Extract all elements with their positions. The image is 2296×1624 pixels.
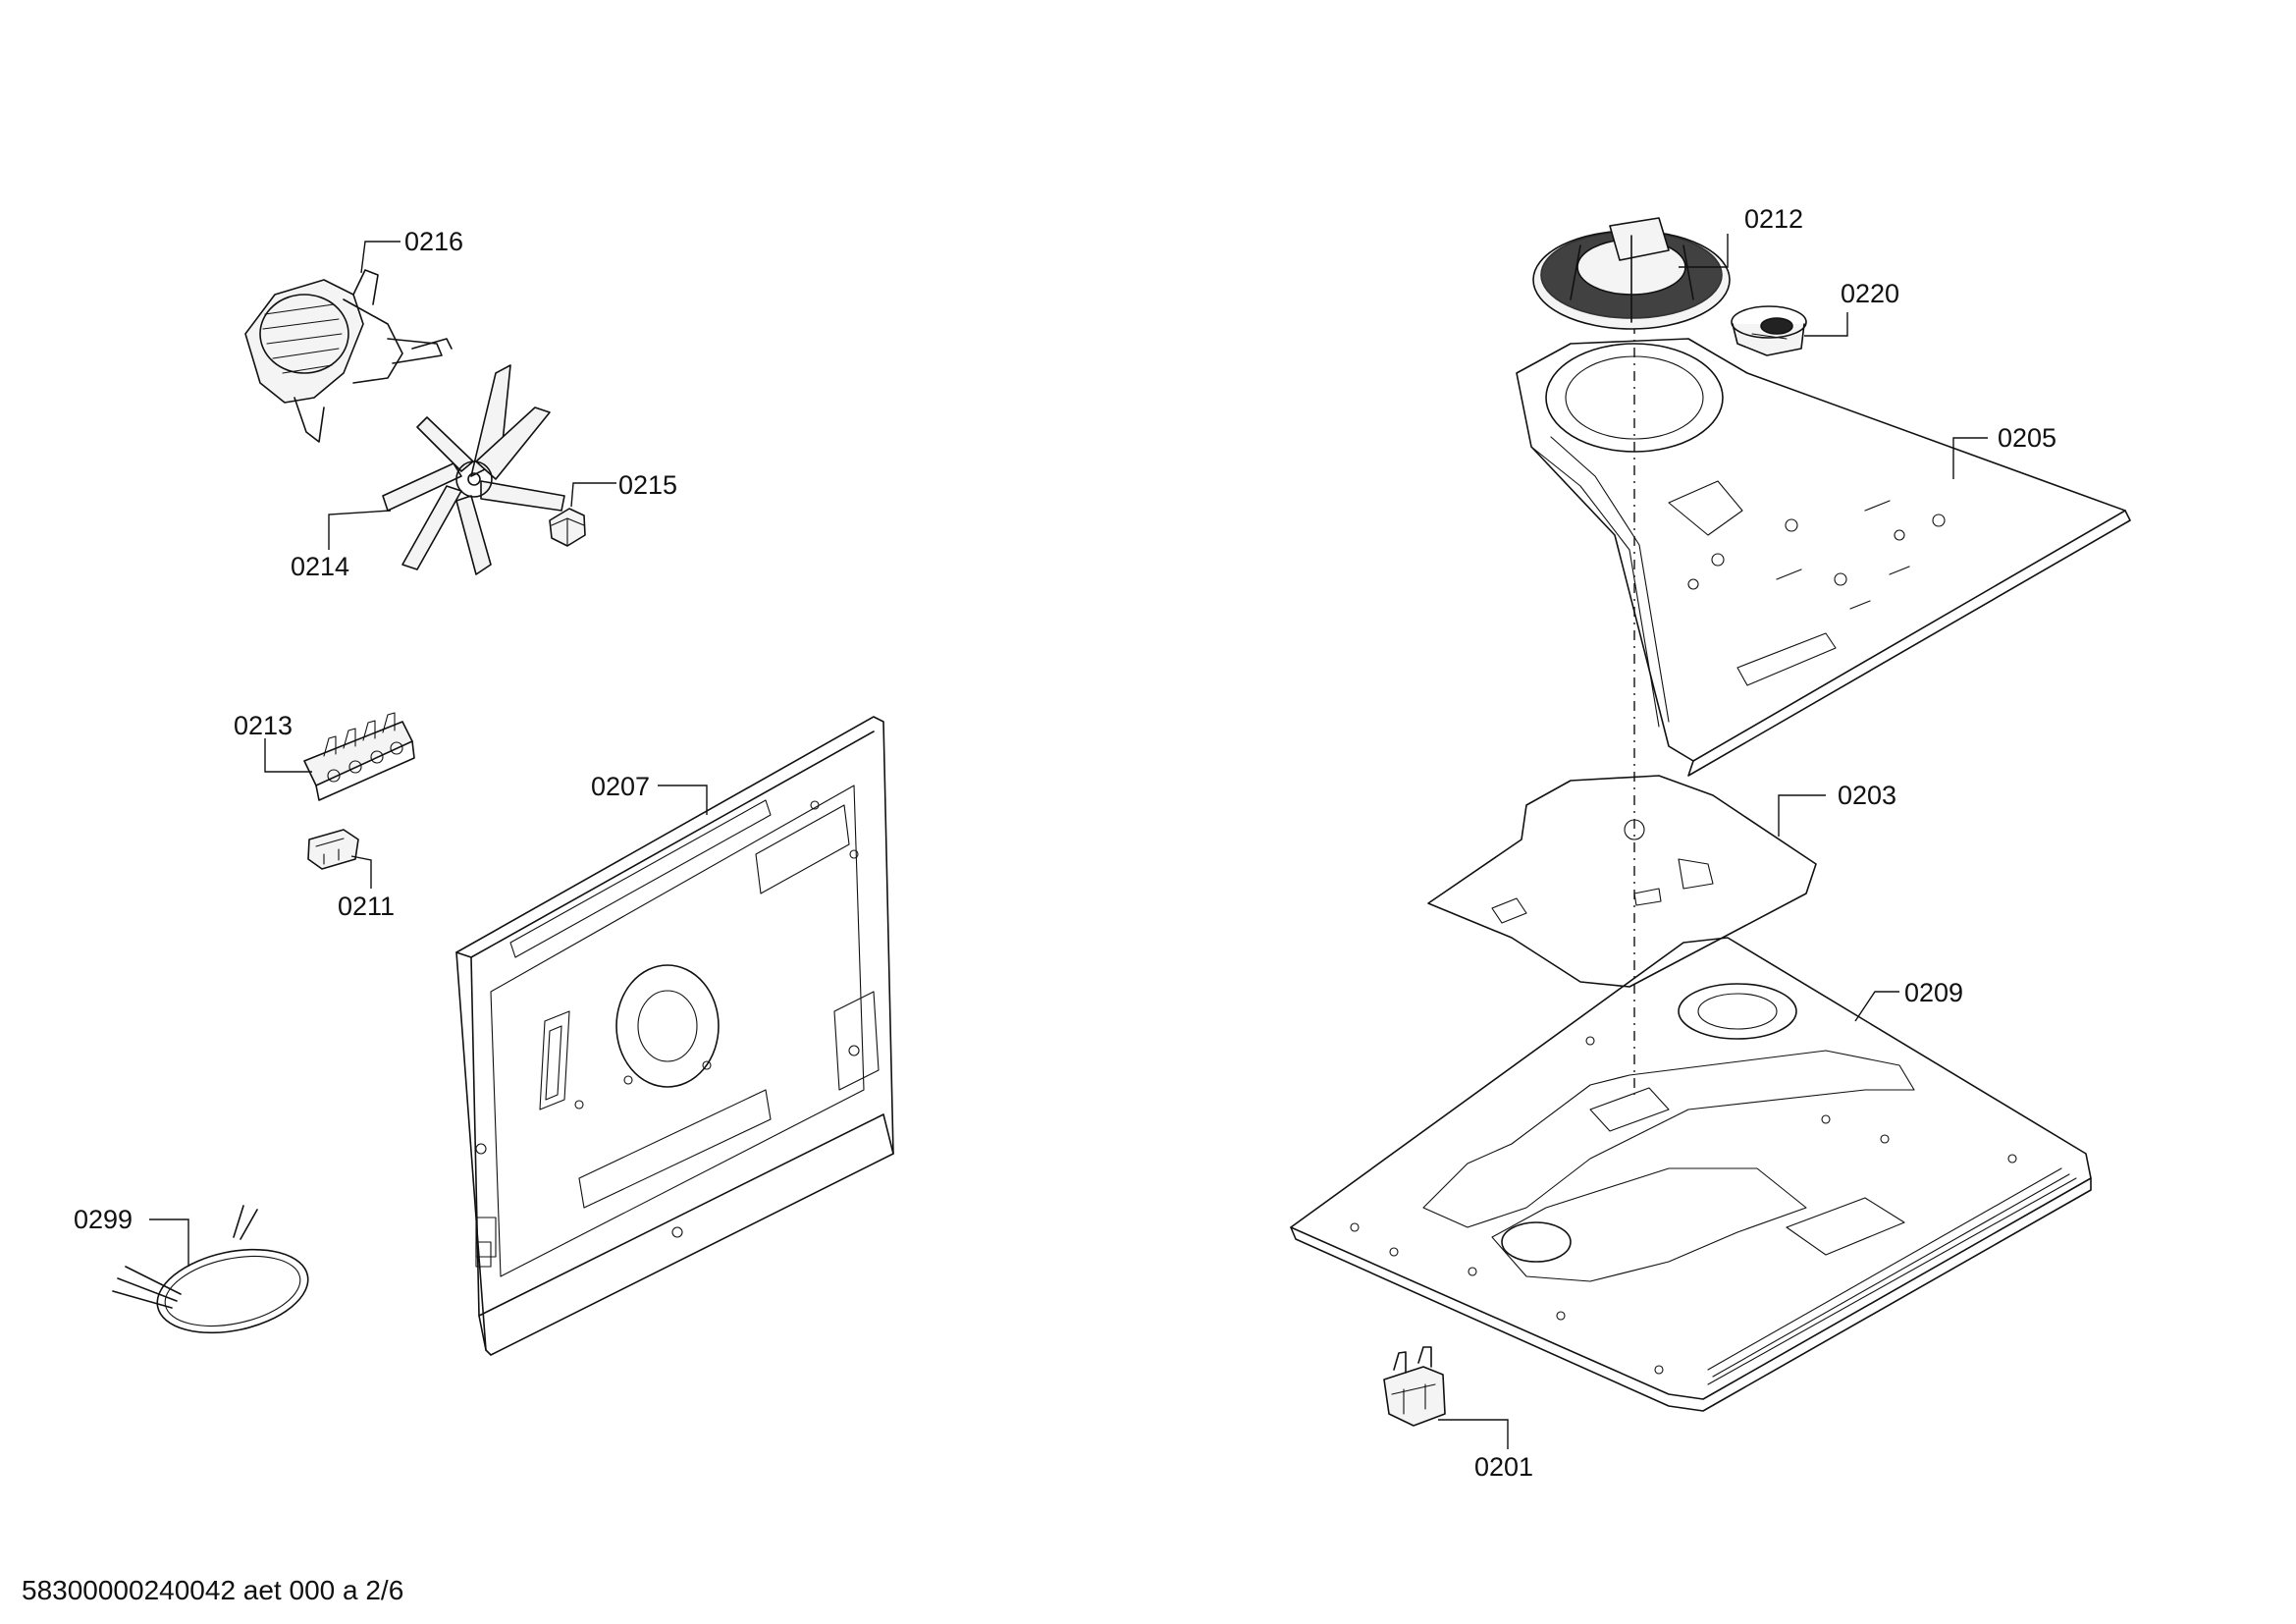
leader-0211 [350,855,372,889]
leader-0220 [1804,312,1848,337]
leader-0214 [328,510,392,550]
callout-0203: 0203 [1838,781,1896,810]
callout-0220: 0220 [1841,279,1899,308]
part-0207-rear-wall [455,716,894,1356]
leader-0207 [658,785,708,815]
part-0212-fan-cover [1532,217,1731,330]
leader-0203 [1778,794,1826,837]
part-0214-fan-wheel [382,364,565,575]
callout-0207: 0207 [591,772,650,801]
part-0216-fan-motor [244,269,453,443]
callout-0211: 0211 [338,892,395,921]
document-code: 58300000240042 aet 000 a 2/6 [22,1575,404,1605]
callout-0212: 0212 [1744,204,1803,234]
leader-0209 [1854,991,1899,1022]
part-0209-oven-bottom [1290,937,2092,1412]
leader-0201 [1438,1419,1509,1449]
callout-0299: 0299 [74,1205,133,1234]
callout-0215: 0215 [618,470,677,500]
part-0299-cable [112,1205,309,1334]
part-0213-terminal-block [303,712,415,801]
part-0211-clip [307,829,359,870]
callout-0201: 0201 [1474,1452,1533,1482]
callout-0214: 0214 [291,552,349,581]
part-0220-bearing-cup [1731,305,1807,356]
leader-0205 [1952,437,1988,479]
leader-0213 [264,738,312,773]
callout-0205: 0205 [1998,423,2056,453]
leader-0212 [1679,234,1729,268]
leader-0216 [360,241,400,274]
part-0205-upper-plate [1516,338,2131,777]
callout-0209: 0209 [1904,978,1963,1007]
part-0203-insulation-sheet [1427,775,1817,988]
leader-0299 [149,1218,189,1267]
part-0215-nut [549,508,586,547]
part-0201-bracket [1383,1346,1446,1427]
callout-0213: 0213 [234,711,293,740]
callout-0216: 0216 [404,227,463,256]
leader-0215 [570,482,616,508]
